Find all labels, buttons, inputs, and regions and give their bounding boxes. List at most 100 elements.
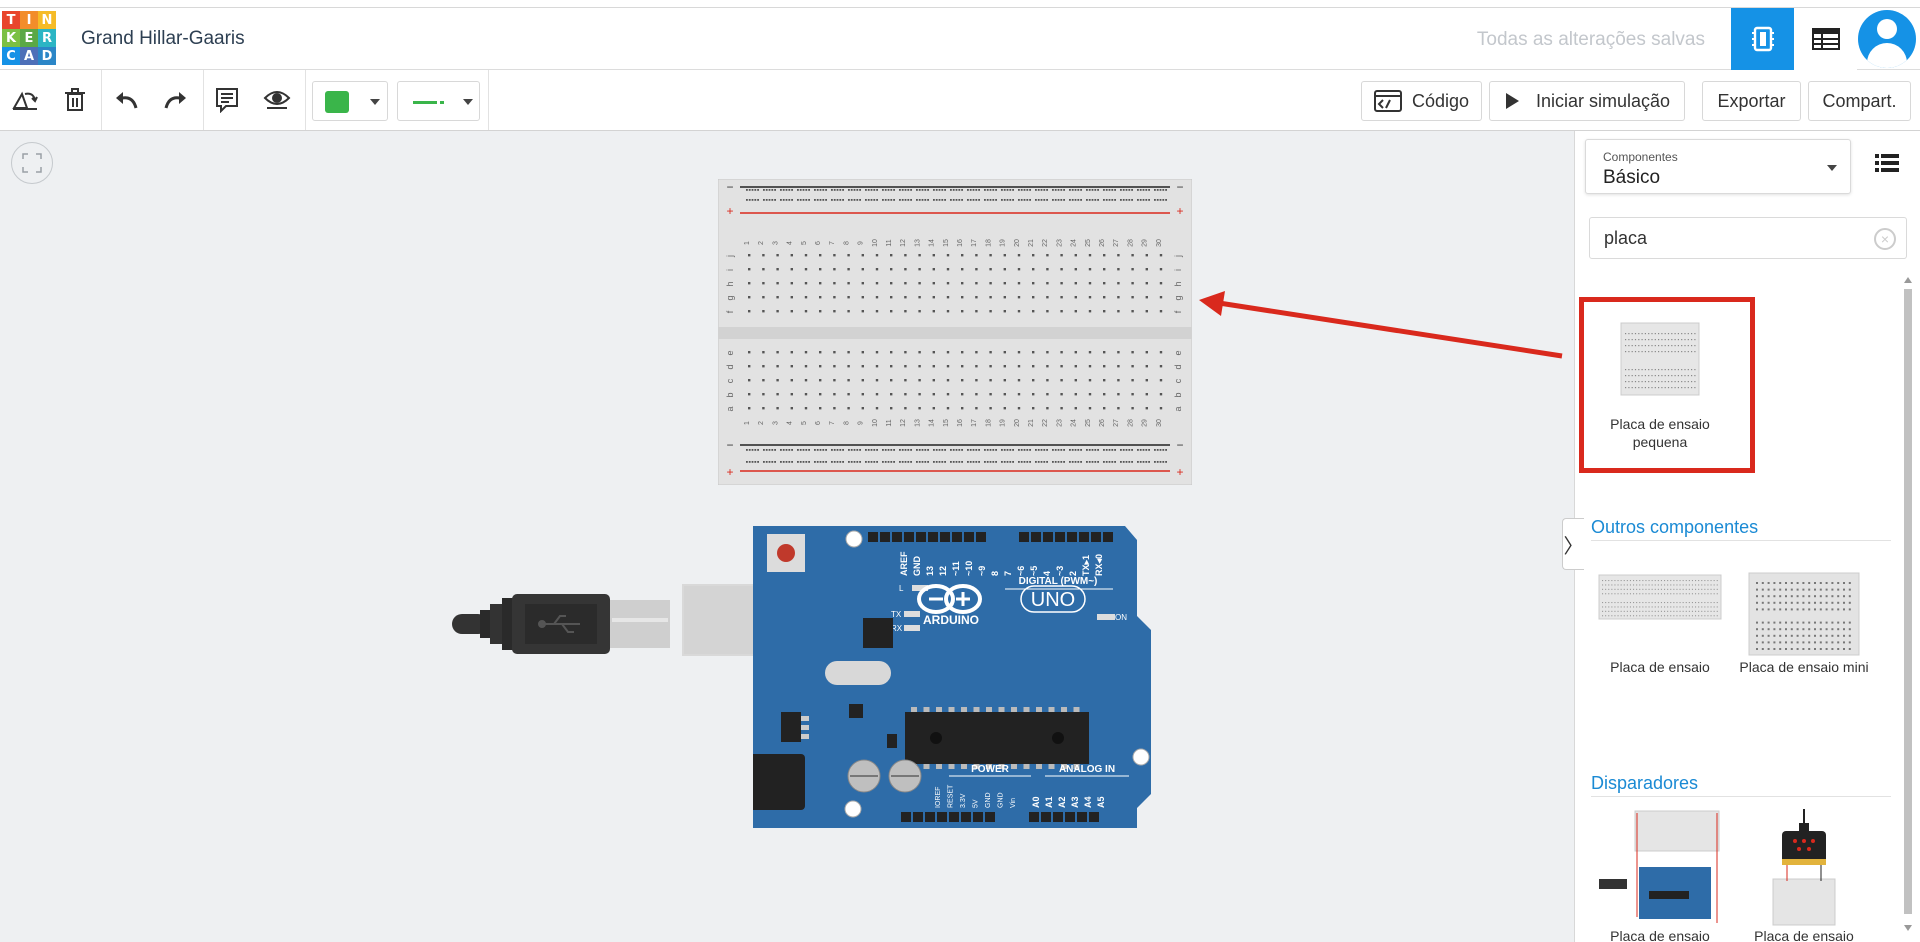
- logo-letter: A: [20, 47, 38, 65]
- digital-pin-label: 7: [1003, 571, 1013, 576]
- component-item-small-breadboard[interactable]: Placa de ensaio pequena: [1595, 317, 1725, 451]
- annotation-arrow: [1199, 291, 1563, 359]
- component-list-view-button[interactable]: [1794, 8, 1857, 70]
- play-icon: [1505, 93, 1519, 109]
- notes-icon: [216, 88, 238, 113]
- components-dropdown[interactable]: Componentes Básico: [1585, 139, 1851, 194]
- search-input[interactable]: placa ×: [1589, 217, 1907, 259]
- starter-item-microbit[interactable]: Placa de ensaio: [1739, 809, 1869, 942]
- header-pin: [880, 532, 890, 542]
- breadboard-column-number: 16: [957, 239, 964, 247]
- header-pin: [1019, 532, 1029, 542]
- breadboard-row-letter: f: [725, 310, 735, 313]
- start-simulation-button[interactable]: Iniciar simulação: [1489, 81, 1685, 121]
- breadboard-column-number: 1: [744, 421, 751, 425]
- breadboard-column-number: 22: [1042, 419, 1049, 427]
- starter-item-breadboard-arduino[interactable]: Placa de ensaio: [1595, 809, 1725, 942]
- breadboard-polarity-mark: −: [726, 438, 733, 452]
- panel-scrollbar[interactable]: [1902, 277, 1914, 937]
- breadboard-icon: [1751, 26, 1774, 52]
- breadboard-column-number: 12: [900, 419, 907, 427]
- fit-view-button[interactable]: [11, 142, 53, 184]
- header-pin: [1029, 812, 1039, 822]
- breadboard-column-number: 29: [1142, 239, 1149, 247]
- redo-button[interactable]: [158, 82, 194, 118]
- chip-pin: [998, 764, 1005, 769]
- breadboard-column-number: 9: [858, 421, 865, 425]
- code-button[interactable]: Código: [1361, 81, 1482, 121]
- chip-pin: [1073, 764, 1080, 769]
- chip-dot: [1052, 732, 1064, 744]
- section-divider: [1591, 796, 1891, 797]
- breadboard-column-number: 24: [1071, 419, 1078, 427]
- user-avatar[interactable]: [1858, 10, 1916, 68]
- rotate-button[interactable]: [7, 82, 43, 118]
- header-pin: [964, 532, 974, 542]
- export-button[interactable]: Exportar: [1702, 81, 1801, 121]
- list-view-toggle[interactable]: [1867, 143, 1907, 183]
- section-divider: [1591, 540, 1891, 541]
- component-item-mini-breadboard[interactable]: Placa de ensaio mini: [1739, 572, 1869, 676]
- breadboard-column-number: 9: [858, 241, 865, 245]
- wire-type-picker[interactable]: [397, 81, 480, 121]
- collapse-panel-button[interactable]: 〉: [1562, 518, 1584, 570]
- power-led: [1097, 614, 1115, 620]
- breadboard-column-number: 6: [815, 241, 822, 245]
- undo-button[interactable]: [108, 82, 144, 118]
- breadboard-column-number: 6: [815, 421, 822, 425]
- breadboard-column-number: 10: [872, 419, 879, 427]
- share-button[interactable]: Compart.: [1808, 81, 1911, 121]
- breadboard-column-number: 27: [1113, 239, 1120, 247]
- wire-color-picker[interactable]: [312, 81, 388, 121]
- microbit-starter-thumbnail: [1772, 809, 1836, 926]
- logo-letter: R: [38, 29, 56, 47]
- analog-pin-label: A3: [1070, 796, 1080, 808]
- power-jack: [753, 754, 805, 810]
- code-icon: [1373, 90, 1402, 112]
- header-pin: [1031, 532, 1041, 542]
- save-status: Todas as alterações salvas: [1476, 29, 1705, 50]
- component-item-label: Placa de ensaio pequena: [1610, 416, 1710, 450]
- breadboard-column-number: 7: [829, 421, 836, 425]
- scroll-down-icon[interactable]: [1904, 925, 1912, 931]
- chip-pin: [948, 707, 955, 712]
- breadboard-component[interactable]: 1122334455667788991010111112121313141415…: [718, 179, 1192, 485]
- breadboard-column-number: 19: [1000, 419, 1007, 427]
- scroll-up-icon[interactable]: [1904, 277, 1912, 283]
- regulator-pin: [801, 734, 809, 739]
- breadboard-column-number: 17: [971, 419, 978, 427]
- chip-pin: [1061, 764, 1067, 769]
- avatar-body: [1867, 43, 1907, 68]
- notes-button[interactable]: [209, 82, 245, 118]
- digital-pin-label: ~9: [977, 566, 987, 576]
- clear-search-icon[interactable]: ×: [1874, 228, 1896, 250]
- circuit-view-button[interactable]: [1731, 8, 1794, 70]
- breadboard-column-number: 21: [1028, 419, 1035, 427]
- delete-button[interactable]: [57, 82, 93, 118]
- header-pin: [1041, 812, 1051, 822]
- chip-pin: [986, 764, 992, 769]
- breadboard-column-number: 5: [801, 241, 808, 245]
- analog-pin-label: A4: [1083, 796, 1093, 808]
- scrollbar-thumb[interactable]: [1904, 289, 1912, 914]
- breadboard-column-number: 8: [843, 421, 850, 425]
- status-led-label: L: [899, 584, 904, 593]
- breadboard-column-number: 30: [1156, 419, 1163, 427]
- header-pin: [904, 532, 914, 542]
- breadboard-row-letter: c: [1173, 378, 1183, 383]
- mounting-hole: [845, 530, 863, 548]
- header-pin: [892, 532, 902, 542]
- analog-pin-label: A1: [1044, 796, 1054, 808]
- breadboard-column-number: 5: [801, 421, 808, 425]
- header-pin: [913, 812, 923, 822]
- breadboard-column-number: 11: [886, 239, 893, 246]
- project-title[interactable]: Grand Hillar-Gaaris: [81, 28, 245, 49]
- visibility-button[interactable]: [259, 82, 295, 118]
- breadboard-column-number: 29: [1142, 419, 1149, 427]
- component-item-breadboard[interactable]: Placa de ensaio: [1595, 574, 1725, 676]
- breadboard-column-number: 28: [1127, 419, 1134, 427]
- usb-chip: [863, 618, 893, 648]
